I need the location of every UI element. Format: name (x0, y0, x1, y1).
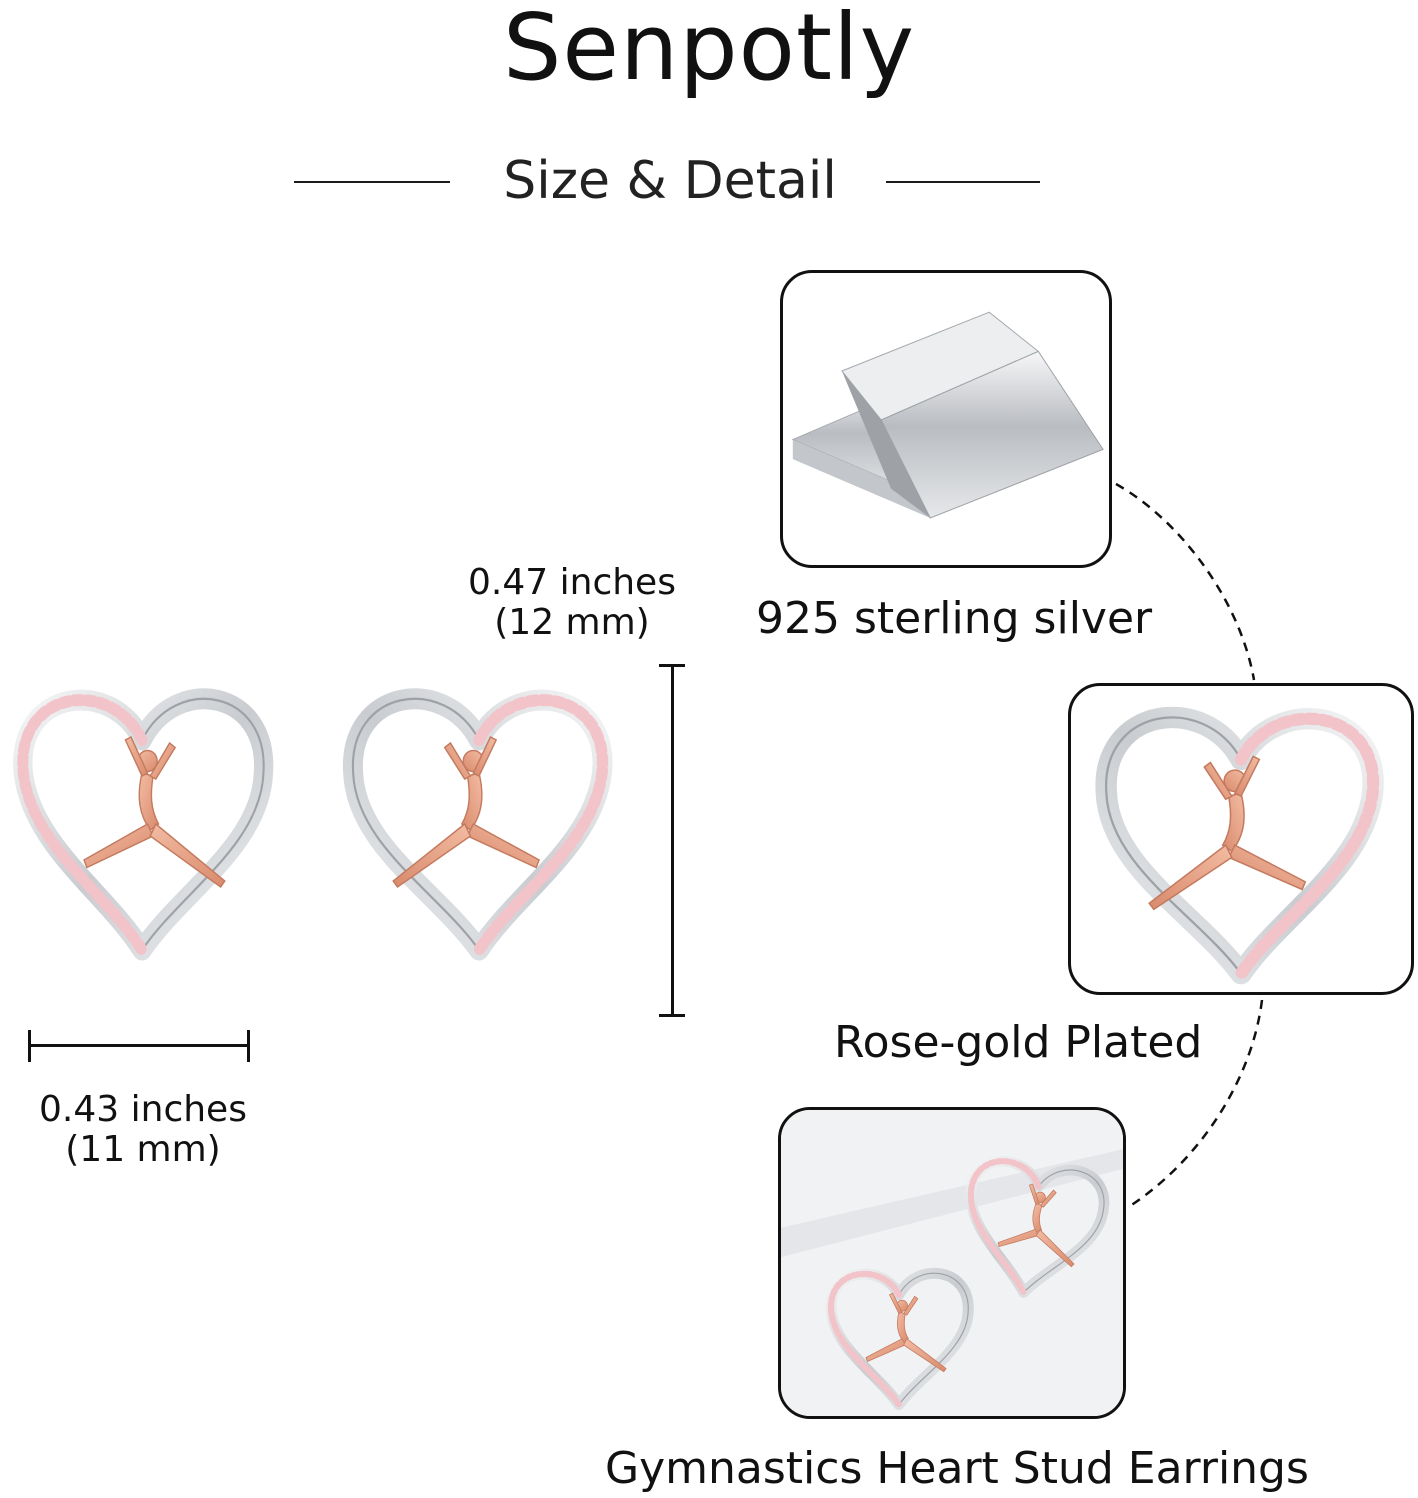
height-dimension-label: 0.47 inches (12 mm) (440, 563, 704, 643)
width-cap-right (247, 1030, 250, 1062)
feature-rose-gold-caption: Rose-gold Plated (834, 1017, 1203, 1068)
height-inches: 0.47 inches (468, 562, 676, 603)
brand-logo: Senpotly (502, 0, 916, 101)
silver-bar-icon (791, 311, 1104, 519)
feature-earrings-frame (778, 1107, 1126, 1419)
feature-silver-frame (780, 270, 1112, 568)
feature-silver-caption: 925 sterling silver (756, 593, 1153, 644)
height-dimension-line (671, 664, 674, 1016)
earrings-pair-icon (781, 1110, 1123, 1416)
earring-left-image (4, 668, 280, 968)
height-cap-bottom (659, 1014, 685, 1017)
section-title: Size & Detail (503, 151, 837, 211)
feature-rose-gold-frame (1068, 683, 1414, 995)
width-inches: 0.43 inches (39, 1089, 247, 1130)
earring-right-image (336, 668, 622, 968)
feature-earrings-caption: Gymnastics Heart Stud Earrings (605, 1443, 1309, 1494)
title-divider-right (886, 181, 1040, 183)
width-mm: (11 mm) (65, 1129, 221, 1170)
width-dimension-label: 0.43 inches (11 mm) (14, 1090, 272, 1170)
heart-earring-icon (1071, 686, 1411, 992)
height-mm: (12 mm) (494, 602, 650, 643)
width-dimension-line (28, 1044, 250, 1047)
title-divider-left (294, 181, 450, 183)
